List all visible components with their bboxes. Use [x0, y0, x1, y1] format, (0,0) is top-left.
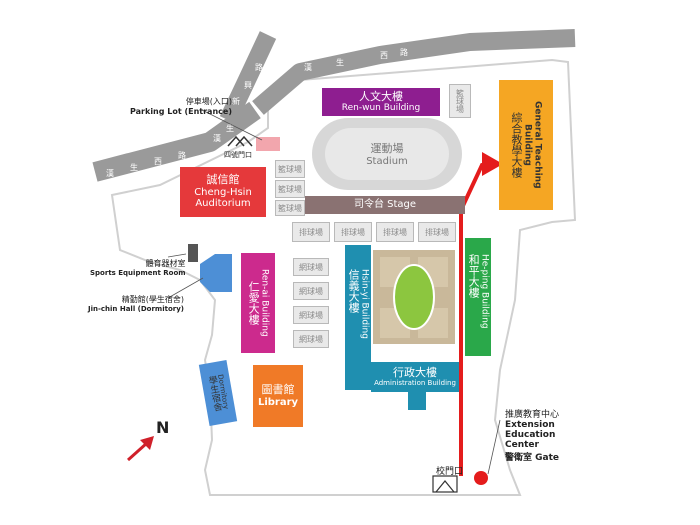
equipment-en: Sports Equipment Room [90, 269, 186, 277]
heping-zh: 和平大樓 [467, 254, 481, 298]
library-en: Library [257, 396, 299, 408]
heping-building[interactable]: 和平大樓 He-ping Building [465, 238, 491, 356]
road-mid-label-2: 生 [226, 124, 234, 133]
road-vert-label-2: 興 [244, 81, 252, 90]
tennis-court-1: 網球場 [293, 258, 329, 276]
renwun-en: Ren-wun Building [341, 103, 421, 114]
chenghsin-auditorium[interactable]: 誠信館 Cheng-Hsin Auditorium [180, 167, 266, 217]
hsinyi-building[interactable]: 信義大樓 Hsin-yi Building [345, 245, 371, 390]
jinchin-hall [200, 254, 232, 292]
gate4-icon [227, 135, 253, 147]
chenghsin-zh: 誠信館 [206, 173, 240, 187]
extension-en1: Extension [505, 420, 555, 430]
equipment-label: 體育器材室 Sports Equipment Room [90, 258, 186, 277]
north-arrow-icon [126, 436, 154, 462]
parking-label: 停車場(入口) Parking Lot (Entrance) [130, 96, 232, 116]
renwun-zh: 人文大樓 [359, 89, 403, 103]
road-north-label-2: 生 [336, 58, 344, 67]
extension-en2: Education [505, 430, 556, 440]
road-vert-label-1: 新 [232, 97, 240, 106]
road-vert [219, 31, 277, 124]
road-north-label-4: 路 [400, 48, 408, 57]
road-mid-label-1: 漢 [213, 134, 221, 143]
extension-label: 推廣教育中心 Extension Education Center 警衛室 Ga… [505, 407, 559, 463]
stage[interactable]: 司令台 Stage [305, 196, 465, 214]
road-north [252, 29, 576, 115]
parking-lot [256, 137, 280, 151]
chenghsin-en2: Auditorium [195, 198, 251, 210]
jinchin-zh: 精勤館(學生宿舍) [121, 295, 184, 304]
main-gate-label: 校門口 [436, 467, 464, 477]
basketball-court-2: 籃球場 [275, 180, 305, 198]
equipment-zh: 體育器材室 [145, 259, 186, 268]
hsinyi-en: Hsin-yi Building [359, 269, 370, 339]
north-label: N [156, 418, 170, 437]
admin-zh: 行政大樓 [393, 365, 437, 379]
general-en: General Teaching Building [522, 101, 543, 189]
general-zh: 綜合教學大樓 [509, 112, 523, 178]
main-gate-icon [432, 475, 458, 493]
road-west-label-4: 路 [178, 151, 186, 160]
stadium-zh: 運動場 [370, 141, 404, 155]
tennis-court-2: 網球場 [293, 282, 329, 300]
road-west-label-2: 生 [130, 163, 138, 172]
library[interactable]: 圖書館 Library [253, 365, 303, 427]
road-vert-label-3: 路 [255, 63, 263, 72]
general-teaching-building[interactable]: 綜合教學大樓 General Teaching Building [499, 80, 553, 210]
parking-en: Parking Lot (Entrance) [130, 107, 232, 116]
lawn [393, 264, 435, 330]
jinchin-label: 精勤館(學生宿舍) Jin-chin Hall (Dormitory) [88, 294, 184, 313]
stage-label: 司令台 Stage [353, 199, 417, 211]
volleyball-court-4: 排球場 [418, 222, 456, 242]
volleyball-court-1: 排球場 [292, 222, 330, 242]
road-west-label-1: 漢 [106, 169, 114, 178]
extension-gate: 警衛室 Gate [505, 453, 560, 463]
renai-en: Ren-ai Building [259, 269, 270, 337]
route-arrow [482, 152, 503, 176]
library-zh: 圖書館 [261, 382, 295, 396]
admin-building[interactable]: 行政大樓 Administration Building [371, 362, 459, 392]
tennis-court-3: 網球場 [293, 306, 329, 324]
renwun-building[interactable]: 人文大樓 Ren-wun Building [322, 88, 440, 116]
admin-en: Administration Building [374, 379, 456, 388]
stadium[interactable]: 運動場 Stadium [352, 142, 422, 168]
heping-en: He-ping Building [479, 254, 490, 329]
volleyball-court-2: 排球場 [334, 222, 372, 242]
road-west [92, 101, 261, 182]
gate-marker [474, 471, 488, 485]
jinchin-en: Jin-chin Hall (Dormitory) [88, 305, 184, 313]
volleyball-court-3: 排球場 [376, 222, 414, 242]
basketball-court-north: 籃球場 [449, 84, 471, 118]
extension-zh: 推廣教育中心 [505, 410, 560, 420]
tennis-court-4: 網球場 [293, 330, 329, 348]
road-west-label-3: 西 [154, 157, 162, 166]
stadium-en: Stadium [366, 155, 408, 167]
road-north-label-3: 西 [380, 51, 388, 60]
road-north-label-1: 漢 [304, 63, 312, 72]
equipment-room [188, 244, 198, 262]
chenghsin-en1: Cheng-Hsin [194, 186, 252, 198]
renai-zh: 仁愛大樓 [247, 281, 261, 325]
basketball-court-1: 籃球場 [275, 160, 305, 178]
hsinyi-zh: 信義大樓 [347, 269, 361, 313]
parking-zh: 停車場(入口) [185, 97, 232, 106]
renai-building[interactable]: 仁愛大樓 Ren-ai Building [241, 253, 275, 353]
extension-en3: Center [505, 440, 539, 450]
gate4-label: 四號門口 [224, 151, 252, 159]
basketball-court-3: 籃球場 [275, 200, 305, 216]
